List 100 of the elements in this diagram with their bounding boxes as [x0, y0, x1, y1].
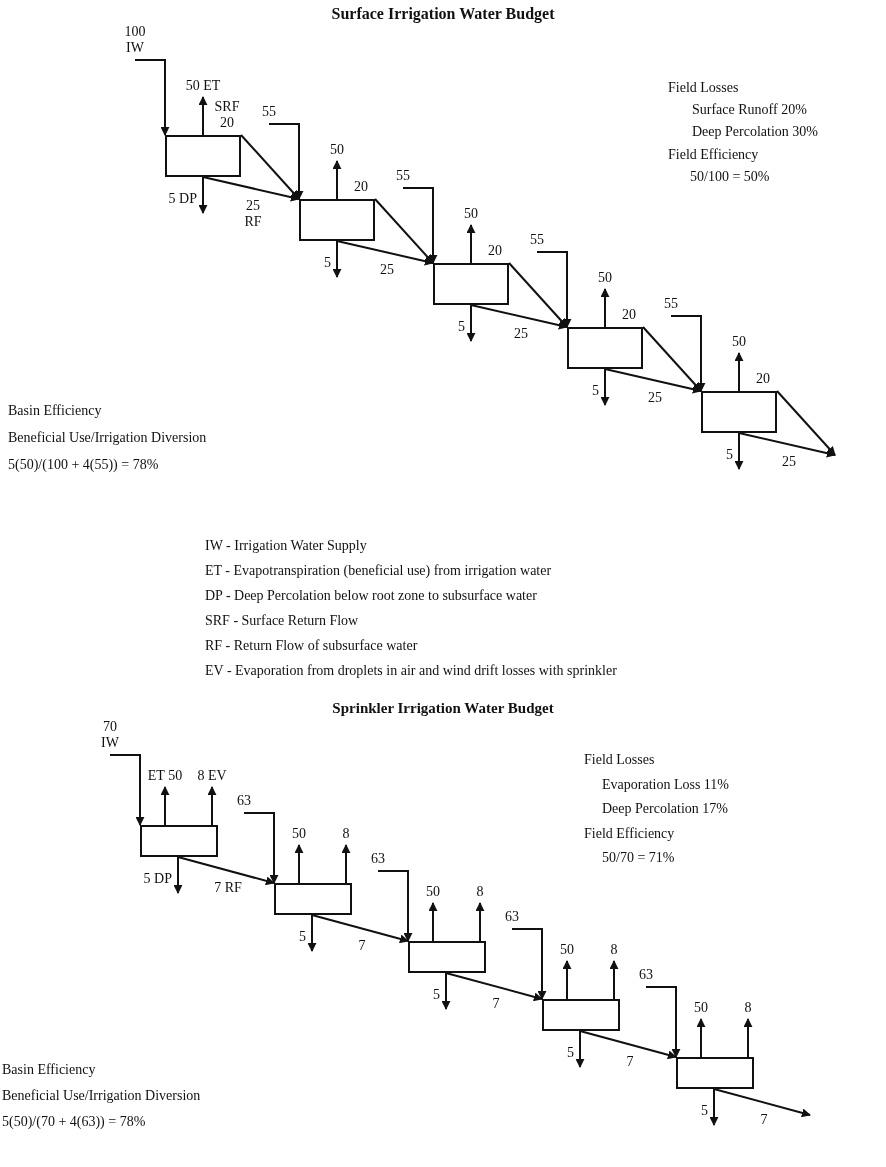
field-box — [433, 263, 509, 305]
edge-label: 7 — [491, 996, 501, 1012]
arrow — [743, 1018, 753, 1058]
arrow — [696, 1018, 706, 1058]
arrow — [202, 176, 300, 202]
edge-label: 8 — [744, 1000, 752, 1016]
arrow — [776, 390, 836, 456]
arrow — [475, 902, 485, 942]
edge-label: 5 DP — [143, 871, 172, 887]
arrow — [575, 1030, 585, 1068]
edge-label: 63 — [638, 967, 654, 983]
diagram-title: Surface Irrigation Water Budget — [331, 6, 555, 22]
edge-label: 5 — [567, 1045, 574, 1061]
field-box — [299, 199, 375, 241]
definition-text: DP - Deep Percolation below root zone to subsurface water — [205, 588, 537, 604]
field-box — [542, 999, 620, 1031]
arrow — [336, 240, 434, 266]
edge-label: 5 — [701, 1103, 708, 1119]
edge-label: 5 — [458, 319, 465, 335]
edge-label: 8 — [476, 884, 484, 900]
arrow — [734, 352, 744, 392]
definition-text: RF - Return Flow of subsurface water — [205, 638, 418, 654]
edge-label: 8 — [342, 826, 350, 842]
arrow — [470, 304, 568, 330]
edge-label: 50 — [464, 206, 478, 222]
note-text: Field Efficiency — [584, 826, 675, 842]
edge-label: 8 — [610, 942, 618, 958]
note-text: Evaporation Loss 11% — [602, 777, 729, 793]
note-text: 50/70 = 71% — [602, 850, 675, 866]
definition-text: ET - Evapotranspiration (beneficial use) from irrigation water — [205, 563, 552, 579]
field-box — [676, 1057, 754, 1089]
field-box — [567, 327, 643, 369]
edge-label: 5 — [324, 255, 331, 271]
edge-label: 50 — [694, 1000, 708, 1016]
edge-label: 55 — [395, 168, 411, 184]
note-text: Field Efficiency — [668, 147, 759, 163]
arrow — [207, 786, 217, 826]
edge-label: 7 RF — [213, 880, 243, 896]
edge-label: 5 — [726, 447, 733, 463]
arrow — [738, 432, 836, 458]
note-text: Basin Efficiency — [2, 1062, 96, 1078]
note-text: Surface Runoff 20% — [692, 102, 807, 118]
section-heading: Sprinkler Irrigation Water Budget — [332, 700, 554, 716]
edge-label: 7 — [625, 1054, 635, 1070]
arrow — [198, 176, 208, 214]
edge-label: 7 — [357, 938, 367, 954]
note-text: Field Losses — [668, 80, 739, 96]
arrow — [445, 972, 543, 1002]
field-box — [274, 883, 352, 915]
edge-label: 100 IW — [123, 24, 147, 56]
note-text: Deep Percolation 30% — [692, 124, 818, 140]
arrow — [109, 754, 145, 826]
arrow — [177, 856, 275, 886]
arrow — [428, 902, 438, 942]
arrow — [670, 315, 706, 392]
edge-label: 50 — [598, 270, 612, 286]
edge-label: ET 50 — [147, 768, 183, 784]
arrow — [268, 123, 304, 200]
edge-label: 20 — [755, 371, 771, 387]
edge-label: 63 — [236, 793, 252, 809]
edge-label: 25 RF — [243, 198, 263, 230]
arrow — [332, 240, 342, 278]
edge-label: 63 — [370, 851, 386, 867]
edge-label: 5 — [299, 929, 306, 945]
edge-label: 8 EV — [197, 768, 227, 784]
edge-label: 5 DP — [168, 191, 197, 207]
edge-label: 50 — [560, 942, 574, 958]
edge-label: 63 — [504, 909, 520, 925]
arrow — [294, 844, 304, 884]
edge-label: 50 — [426, 884, 440, 900]
definition-text: EV - Evaporation from droplets in air and wind drift losses with sprinkler — [205, 663, 617, 679]
edge-label: 55 — [663, 296, 679, 312]
edge-label: 55 — [261, 104, 277, 120]
field-box — [140, 825, 218, 857]
edge-label: 50 — [330, 142, 344, 158]
arrow — [579, 1030, 677, 1060]
note-text: 50/100 = 50% — [690, 169, 770, 185]
arrow — [562, 960, 572, 1000]
arrow — [341, 844, 351, 884]
edge-label: 50 ET — [185, 78, 221, 94]
arrow — [311, 914, 409, 944]
field-box — [408, 941, 486, 973]
arrow — [402, 187, 438, 264]
field-box — [701, 391, 777, 433]
arrow — [243, 812, 279, 884]
definition-text: IW - Irrigation Water Supply — [205, 538, 367, 554]
arrow — [536, 251, 572, 328]
edge-label: 5 — [592, 383, 599, 399]
edge-label: 25 — [781, 454, 797, 470]
note-text: Deep Percolation 17% — [602, 801, 728, 817]
edge-label: SRF 20 — [213, 99, 241, 131]
arrow — [198, 96, 208, 136]
edge-label: 7 — [759, 1112, 769, 1128]
edge-label: 50 — [732, 334, 746, 350]
arrow — [709, 1088, 719, 1126]
arrow — [645, 986, 681, 1058]
arrow — [307, 914, 317, 952]
edge-label: 70 IW — [100, 719, 120, 751]
arrow — [377, 870, 413, 942]
arrow — [134, 59, 170, 136]
